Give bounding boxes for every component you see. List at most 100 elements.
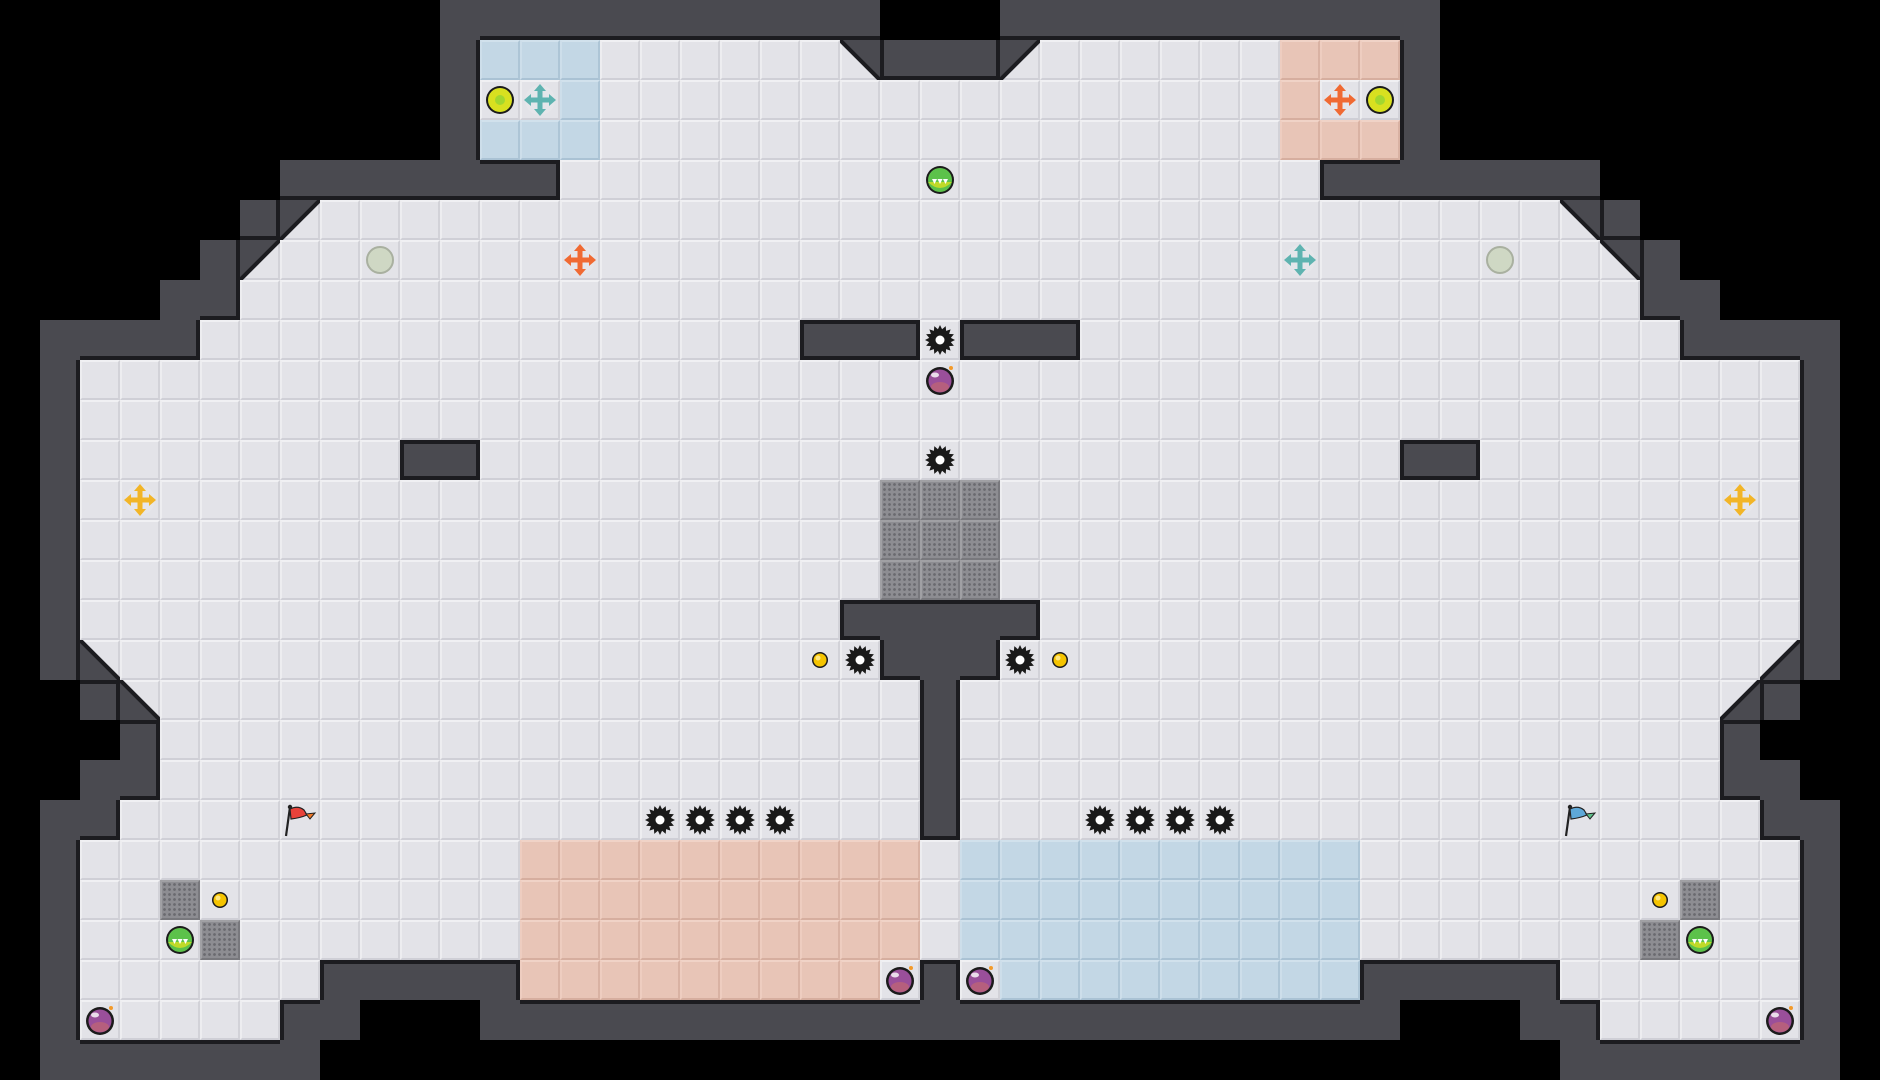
floor-tile <box>1280 720 1320 760</box>
floor-tile <box>1240 720 1280 760</box>
floor-tile <box>800 720 840 760</box>
floor-tile <box>840 200 880 240</box>
floor-tile <box>680 160 720 200</box>
floor-tile <box>1520 240 1560 280</box>
floor-tile <box>1760 600 1800 640</box>
floor-tile <box>1080 480 1120 520</box>
powerup-icon <box>920 160 960 200</box>
floor-tile <box>1520 520 1560 560</box>
floor-tile <box>1000 160 1040 200</box>
floor-tile <box>1520 640 1560 680</box>
floor-tile <box>720 440 760 480</box>
floor-tile <box>1360 680 1400 720</box>
floor-tile <box>1200 560 1240 600</box>
wall-tile <box>920 1000 960 1040</box>
gate-tile <box>160 880 200 920</box>
blue-zone-tile <box>1280 920 1320 960</box>
diagonal-wall-tile <box>120 680 160 720</box>
floor-tile <box>1560 400 1600 440</box>
floor-tile <box>400 640 440 680</box>
floor-tile <box>1400 880 1440 920</box>
wall-tile <box>40 600 80 640</box>
floor-tile <box>200 680 240 720</box>
floor-tile <box>880 120 920 160</box>
diagonal-wall-tile <box>80 640 120 680</box>
floor-tile <box>1120 520 1160 560</box>
floor-tile <box>1480 680 1520 720</box>
floor-tile <box>280 960 320 1000</box>
floor-tile <box>520 560 560 600</box>
floor-tile <box>1000 240 1040 280</box>
wall-tile <box>280 1040 320 1080</box>
wall-tile <box>1800 440 1840 480</box>
wall-tile <box>960 40 1000 80</box>
floor-tile <box>1200 80 1240 120</box>
wall-tile <box>440 160 480 200</box>
wall-tile <box>640 1000 680 1040</box>
floor-tile <box>720 680 760 720</box>
floor-tile <box>1080 440 1120 480</box>
bomb-icon <box>1760 1000 1800 1040</box>
floor-tile <box>760 400 800 440</box>
floor-tile <box>1000 200 1040 240</box>
floor-tile <box>1080 360 1120 400</box>
floor-tile <box>1320 600 1360 640</box>
floor-tile <box>520 680 560 720</box>
floor-tile <box>840 80 880 120</box>
floor-tile <box>1000 800 1040 840</box>
wall-tile <box>1800 480 1840 520</box>
floor-tile <box>1440 600 1480 640</box>
powerup-icon <box>1680 920 1720 960</box>
wall-tile <box>1640 1040 1680 1080</box>
floor-tile <box>1200 240 1240 280</box>
floor-tile <box>1320 480 1360 520</box>
floor-tile <box>720 320 760 360</box>
floor-tile <box>520 480 560 520</box>
blue-zone-tile <box>1320 920 1360 960</box>
floor-tile <box>960 120 1000 160</box>
floor-tile <box>560 520 600 560</box>
floor-tile <box>1240 640 1280 680</box>
blue-zone-tile <box>1160 960 1200 1000</box>
floor-tile <box>720 40 760 80</box>
floor-tile <box>80 400 120 440</box>
floor-tile <box>1720 800 1760 840</box>
floor-tile <box>400 680 440 720</box>
floor-tile <box>720 600 760 640</box>
floor-tile <box>1480 200 1520 240</box>
floor-tile <box>640 40 680 80</box>
wall-tile <box>840 320 880 360</box>
blue-zone-tile <box>560 40 600 80</box>
floor-tile <box>240 320 280 360</box>
floor-tile <box>1000 680 1040 720</box>
floor-tile <box>1040 400 1080 440</box>
floor-tile <box>160 520 200 560</box>
wall-tile <box>1360 960 1400 1000</box>
floor-tile <box>240 880 280 920</box>
floor-tile <box>1760 480 1800 520</box>
floor-tile <box>440 400 480 440</box>
gate-tile <box>920 480 960 520</box>
wall-tile <box>240 200 280 240</box>
floor-tile <box>1120 400 1160 440</box>
wall-tile <box>40 480 80 520</box>
floor-tile <box>920 840 960 880</box>
floor-tile <box>1160 720 1200 760</box>
floor-tile <box>1040 40 1080 80</box>
floor-tile <box>920 880 960 920</box>
floor-tile <box>1400 720 1440 760</box>
floor-tile <box>720 760 760 800</box>
floor-tile <box>200 840 240 880</box>
red-zone-tile <box>880 880 920 920</box>
floor-tile <box>880 160 920 200</box>
floor-tile <box>1040 760 1080 800</box>
floor-tile <box>480 920 520 960</box>
wall-tile <box>1640 240 1680 280</box>
floor-tile <box>1760 960 1800 1000</box>
wall-tile <box>40 320 80 360</box>
wall-tile <box>920 680 960 720</box>
floor-tile <box>1280 600 1320 640</box>
floor-tile <box>1280 560 1320 600</box>
red-zone-tile <box>680 920 720 960</box>
